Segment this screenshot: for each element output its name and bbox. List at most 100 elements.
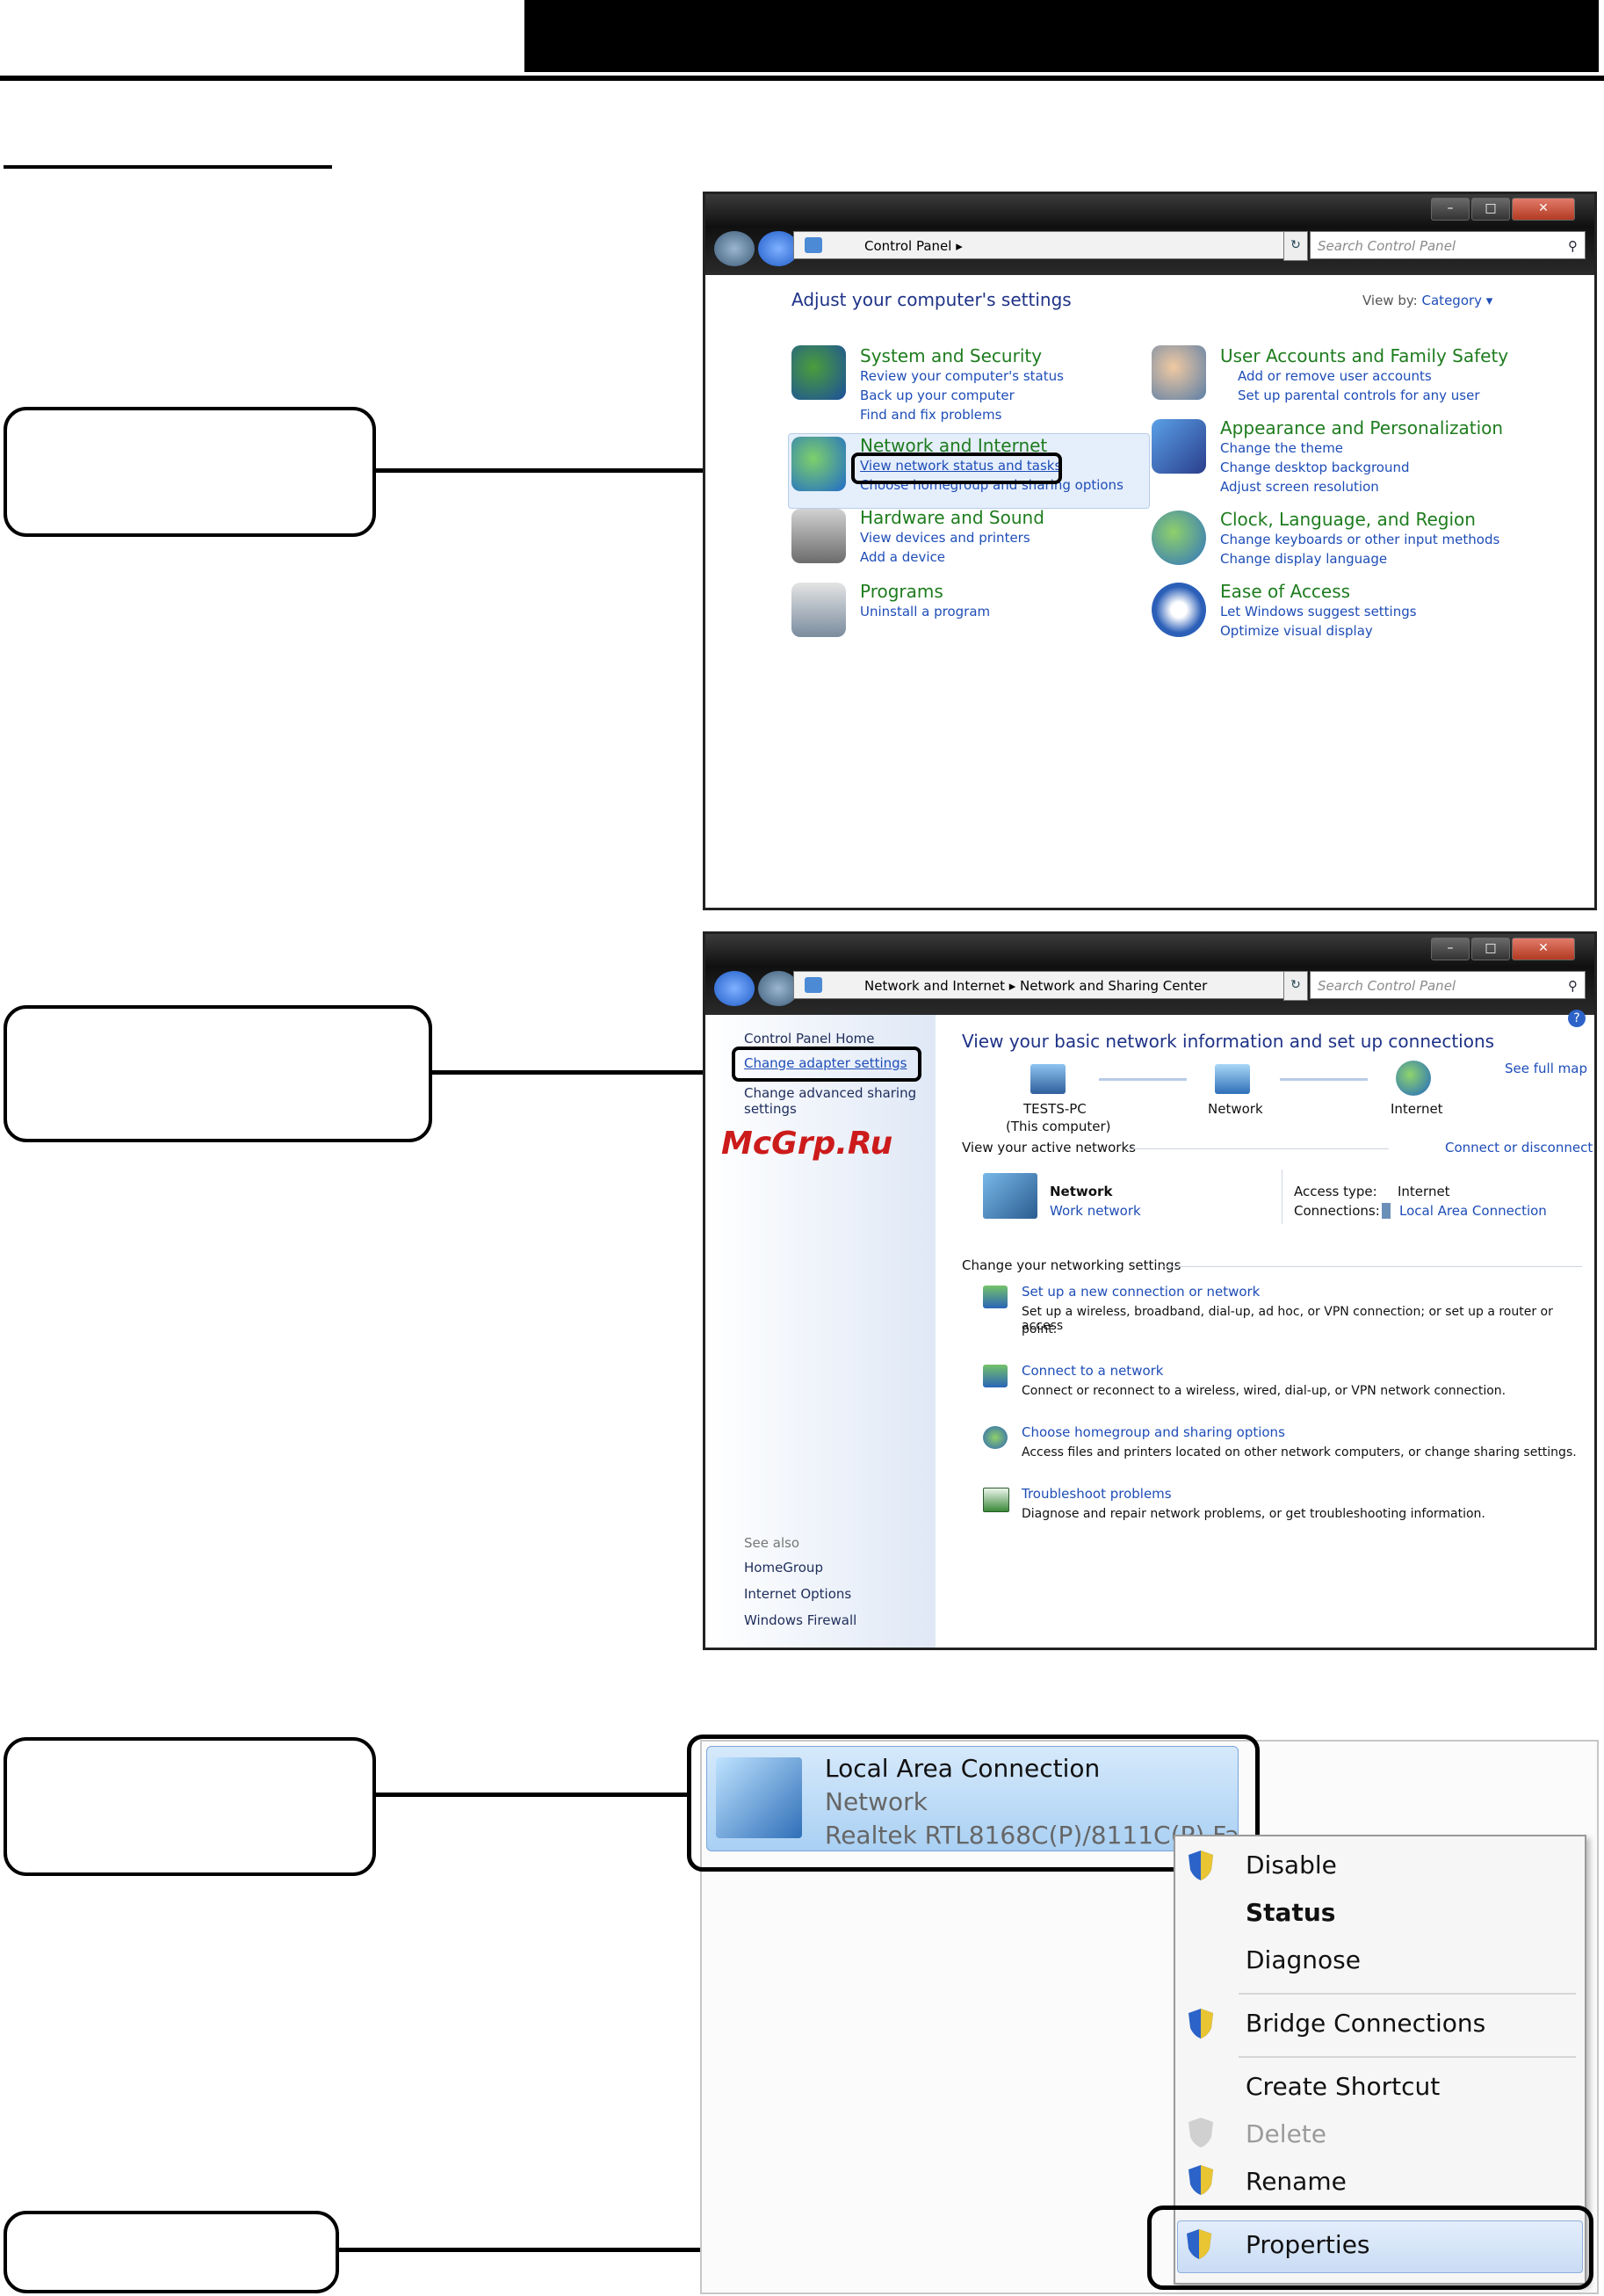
window-controls: – □ ✕ [1431,938,1575,960]
minimize-button[interactable]: – [1431,938,1470,960]
divider [1162,1266,1582,1267]
category-user-accounts[interactable]: User Accounts and Family Safety [1220,345,1509,366]
task-homegroup[interactable]: Choose homegroup and sharing options [1022,1424,1285,1440]
task-setup-desc: Set up a wireless, broadband, dial-up, a… [1022,1305,1553,1333]
address-text: Control Panel [864,238,952,254]
category-hardware-sound[interactable]: Hardware and Sound [860,507,1044,528]
search-icon: ⚲ [1568,238,1578,254]
network-icon [805,977,822,993]
active-network-type[interactable]: Work network [1050,1203,1141,1219]
maximize-button[interactable]: □ [1471,198,1510,221]
page-title: Adjust your computer's settings [791,289,1072,310]
change-settings-label: Change your networking settings [962,1257,1181,1273]
sidebar-item-home[interactable]: Control Panel Home [744,1031,875,1047]
link-back-up[interactable]: Back up your computer [860,387,1015,403]
highlight-box-properties [1147,2205,1593,2290]
connections-link[interactable]: Local Area Connection [1399,1203,1547,1219]
task-setup-connection[interactable]: Set up a new connection or network [1022,1284,1261,1300]
sidebar: Control Panel Home Change adapter settin… [705,1015,936,1648]
menu-item-delete: Delete [1246,2119,1326,2148]
forward-button[interactable] [758,971,798,1006]
sidebar-item-firewall[interactable]: Windows Firewall [744,1612,857,1628]
forward-button[interactable] [758,231,798,266]
ease-of-access-icon [1152,583,1206,637]
link-optimize-display[interactable]: Optimize visual display [1220,623,1373,639]
divider [1125,1148,1389,1149]
menu-item-create-shortcut[interactable]: Create Shortcut [1246,2072,1441,2101]
link-add-remove-users[interactable]: Add or remove user accounts [1238,368,1432,384]
menu-item-rename[interactable]: Rename [1246,2167,1347,2196]
sidebar-item-advanced-sharing-2[interactable]: settings [744,1101,797,1117]
task-connect-desc: Connect or reconnect to a wireless, wire… [1022,1384,1506,1398]
back-button[interactable] [714,971,755,1006]
search-input[interactable]: Search Control Panel ⚲ [1310,231,1586,259]
category-ease-of-access[interactable]: Ease of Access [1220,581,1351,602]
highlight-box-change-adapter [732,1047,921,1082]
menu-item-disable[interactable]: Disable [1246,1851,1337,1880]
link-change-keyboards[interactable]: Change keyboards or other input methods [1220,532,1500,547]
link-view-network-status[interactable]: View network status and tasks [860,458,1062,474]
menu-item-bridge[interactable]: Bridge Connections [1246,2009,1486,2038]
sidebar-item-change-adapter[interactable]: Change adapter settings [744,1055,907,1071]
view-by[interactable]: View by: Category ▾ [1362,293,1492,308]
address-bar[interactable]: Control Panel ▸ [793,231,1290,259]
menu-separator [1239,1993,1576,1995]
refresh-button[interactable]: ↻ [1283,231,1308,261]
refresh-button[interactable]: ↻ [1283,971,1308,1001]
adapter-network: Network [825,1787,928,1816]
watermark: McGrp.Ru [721,1126,893,1162]
category-clock-language[interactable]: Clock, Language, and Region [1220,509,1476,530]
category-appearance[interactable]: Appearance and Personalization [1220,417,1504,438]
connections-label: Connections: [1294,1203,1380,1219]
link-parental-controls[interactable]: Set up parental controls for any user [1238,387,1480,403]
menu-separator [1239,2056,1576,2058]
search-placeholder: Search Control Panel [1318,978,1456,994]
link-uninstall[interactable]: Uninstall a program [860,604,991,619]
network-map-icon [1215,1064,1250,1094]
sidebar-item-internet-options[interactable]: Internet Options [744,1586,852,1602]
link-change-theme[interactable]: Change the theme [1220,440,1344,456]
category-programs[interactable]: Programs [860,581,943,602]
menu-item-diagnose[interactable]: Diagnose [1246,1945,1361,1974]
link-find-fix[interactable]: Find and fix problems [860,407,1002,423]
back-button[interactable] [714,231,755,266]
network-adapter-icon [716,1757,802,1838]
menu-item-status[interactable]: Status [1246,1898,1336,1927]
address-bar[interactable]: Network and Internet ▸ Network and Shari… [793,971,1290,999]
network-center-window: – □ ✕ Network and Internet ▸ Network and… [703,931,1597,1650]
map-internet: Internet [1391,1101,1443,1117]
access-type-label: Access type: [1294,1184,1377,1199]
homegroup-icon [983,1426,1008,1449]
search-icon: ⚲ [1568,978,1578,994]
task-connect-network[interactable]: Connect to a network [1022,1363,1164,1379]
link-add-device[interactable]: Add a device [860,549,946,565]
page-title: View your basic network information and … [962,1031,1495,1052]
search-input[interactable]: Search Control Panel ⚲ [1310,971,1586,999]
control-panel-window: – □ ✕ Control Panel ▸ ↻ Search Control P… [703,192,1597,910]
link-screen-resolution[interactable]: Adjust screen resolution [1220,479,1379,495]
local-area-connection-tile[interactable]: Local Area Connection Network Realtek RT… [706,1746,1239,1851]
link-display-language[interactable]: Change display language [1220,551,1388,567]
sidebar-item-advanced-sharing[interactable]: Change advanced sharing [744,1085,917,1101]
sidebar-item-homegroup[interactable]: HomeGroup [744,1560,823,1575]
help-icon[interactable]: ? [1568,1010,1586,1027]
task-troubleshoot[interactable]: Troubleshoot problems [1022,1486,1172,1502]
link-devices-printers[interactable]: View devices and printers [860,530,1030,546]
map-pc-name: TESTS-PC [1023,1101,1087,1117]
minimize-button[interactable]: – [1431,198,1470,221]
troubleshoot-icon [983,1488,1009,1512]
link-suggest-settings[interactable]: Let Windows suggest settings [1220,604,1417,619]
close-button[interactable]: ✕ [1512,938,1575,960]
view-by-value[interactable]: Category ▾ [1421,293,1493,308]
connect-disconnect-link[interactable]: Connect or disconnect [1445,1140,1593,1155]
maximize-button[interactable]: □ [1471,938,1510,960]
menu-item-properties[interactable]: Properties [1246,2230,1370,2259]
link-review-status[interactable]: Review your computer's status [860,368,1064,384]
new-connection-icon [983,1286,1008,1308]
see-full-map-link[interactable]: See full map [1505,1061,1587,1076]
window-controls: – □ ✕ [1431,198,1575,221]
map-line-1 [1099,1078,1187,1081]
link-desktop-background[interactable]: Change desktop background [1220,460,1410,475]
category-system-security[interactable]: System and Security [860,345,1043,366]
close-button[interactable]: ✕ [1512,198,1575,221]
